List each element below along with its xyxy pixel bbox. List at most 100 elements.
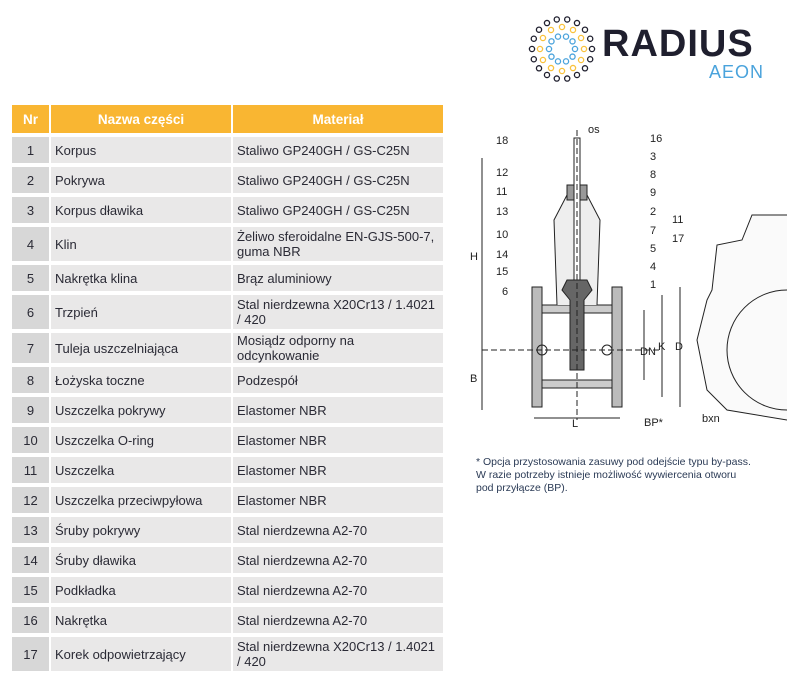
logo-ring <box>539 56 547 64</box>
row-material: Stal nierdzewna A2-70 <box>233 517 443 543</box>
note-line-1: * Opcja przystosowania zasuwy pod odejśc… <box>476 456 751 468</box>
row-name: Uszczelka przeciwpyłowa <box>51 487 231 513</box>
logo-ring <box>569 53 576 60</box>
part-callout: 1 <box>650 279 656 291</box>
logo-ring <box>530 35 538 42</box>
table-header: Nr Nazwa części Materiał <box>12 105 443 133</box>
row-material: Żeliwo sferoidalne EN-GJS-500-7, guma NB… <box>233 227 443 261</box>
row-nr: 4 <box>12 227 49 261</box>
logo-ring <box>563 16 571 23</box>
row-nr: 2 <box>12 167 49 193</box>
bypass-note: * Opcja przystosowania zasuwy pod odejśc… <box>476 456 776 495</box>
dimension-label: L <box>572 418 578 430</box>
logo-ring <box>553 75 561 82</box>
dimension-label: os <box>588 124 600 136</box>
row-material: Mosiądz odporny na odcynkowanie <box>233 333 443 363</box>
row-name: Klin <box>51 227 231 261</box>
logo-ring <box>558 23 566 31</box>
logo-ring <box>554 58 562 65</box>
row-name: Tuleja uszczelniająca <box>51 333 231 363</box>
row-name: Uszczelka O-ring <box>51 427 231 453</box>
part-callout: 7 <box>650 225 656 237</box>
part-callout: 11 <box>496 186 507 198</box>
row-nr: 5 <box>12 265 49 291</box>
row-name: Uszczelka pokrywy <box>51 397 231 423</box>
part-callout: 2 <box>650 206 656 218</box>
logo-ring <box>580 45 588 53</box>
row-nr: 11 <box>12 457 49 483</box>
dimension-label: B <box>470 373 477 385</box>
logo-ring <box>562 33 570 40</box>
row-material: Stal nierdzewna X20Cr13 / 1.4021 / 420 <box>233 295 443 329</box>
logo-ring <box>554 33 562 40</box>
part-callout: 11 <box>672 214 683 226</box>
row-material: Staliwo GP240GH / GS-C25N <box>233 197 443 223</box>
dimension-label: BP* <box>644 417 664 429</box>
dimension-label: K <box>658 341 666 353</box>
logo-brand: RADIUS <box>602 23 754 65</box>
part-callout: 6 <box>502 286 508 298</box>
row-material: Stal nierdzewna A2-70 <box>233 607 443 633</box>
row-name: Podkładka <box>51 577 231 603</box>
row-name: Korpus dławika <box>51 197 231 223</box>
part-callout: 5 <box>650 243 656 255</box>
row-material: Stal nierdzewna A2-70 <box>233 547 443 573</box>
row-name: Uszczelka <box>51 457 231 483</box>
logo-ring <box>588 45 596 53</box>
logo-ring <box>573 19 581 27</box>
row-material: Stal nierdzewna A2-70 <box>233 577 443 603</box>
logo-ring <box>558 67 566 75</box>
logo-ring <box>528 45 536 53</box>
row-material: Stal nierdzewna X20Cr13 / 1.4021 / 420 <box>233 637 443 671</box>
logo-ring <box>539 34 547 42</box>
row-material: Elastomer NBR <box>233 457 443 483</box>
row-name: Nakrętka klina <box>51 265 231 291</box>
row-material: Brąz aluminiowy <box>233 265 443 291</box>
row-nr: 13 <box>12 517 49 543</box>
part-callout: 16 <box>650 133 662 145</box>
row-nr: 6 <box>12 295 49 329</box>
row-name: Łożyska toczne <box>51 367 231 393</box>
row-nr: 14 <box>12 547 49 573</box>
row-name: Korpus <box>51 137 231 163</box>
note-line-3: pod przyłącze (BP). <box>476 482 568 494</box>
row-nr: 9 <box>12 397 49 423</box>
part-callout: 13 <box>496 206 508 218</box>
row-nr: 1 <box>12 137 49 163</box>
row-nr: 15 <box>12 577 49 603</box>
logo-ring <box>581 65 589 72</box>
part-callout: 4 <box>650 261 656 273</box>
dimension-label: H <box>470 251 478 263</box>
row-material: Elastomer NBR <box>233 487 443 513</box>
row-name: Śruby dławika <box>51 547 231 573</box>
logo-rings-icon <box>528 16 596 82</box>
side-view <box>696 214 787 421</box>
row-material: Elastomer NBR <box>233 397 443 423</box>
logo-ring <box>571 45 579 53</box>
logo-ring <box>547 64 555 72</box>
row-nr: 10 <box>12 427 49 453</box>
body-right-flange <box>611 286 623 408</box>
row-name: Nakrętka <box>51 607 231 633</box>
logo-sub: AEON <box>709 62 765 82</box>
logo-ring <box>548 53 555 60</box>
logo-ring <box>543 19 551 27</box>
part-callout: 10 <box>496 229 508 241</box>
logo-ring <box>536 45 544 53</box>
logo-ring <box>573 71 581 79</box>
row-material: Staliwo GP240GH / GS-C25N <box>233 167 443 193</box>
header-name: Nazwa części <box>51 105 231 133</box>
logo-ring <box>530 56 538 63</box>
